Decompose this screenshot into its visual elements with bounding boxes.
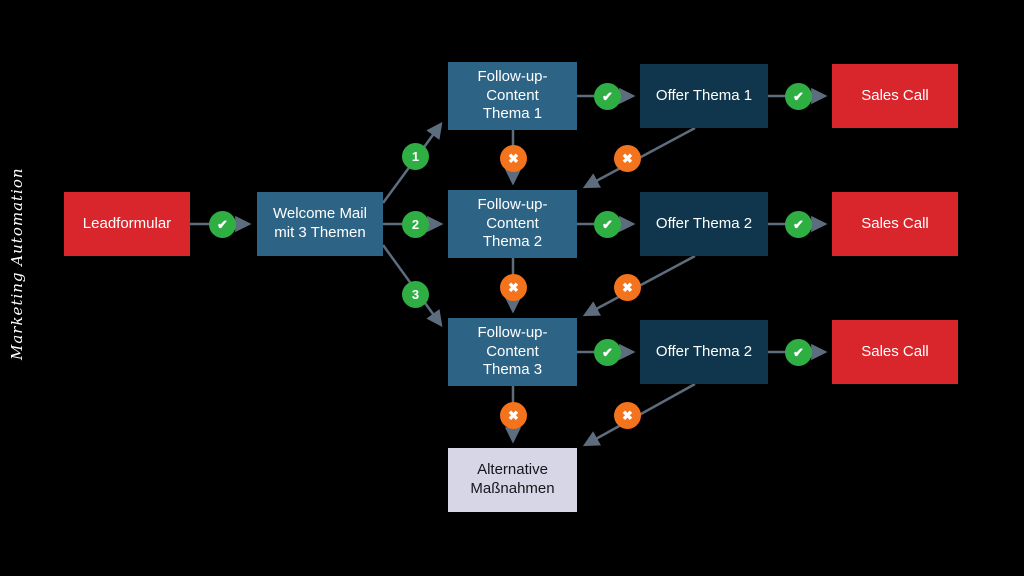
node-welcome-mail: Welcome Mail mit 3 Themen (257, 192, 383, 256)
cross-icon: ✖ (614, 274, 641, 301)
check-icon: ✔ (785, 83, 812, 110)
node-alternative-massnahmen: Alternative Maßnahmen (448, 448, 577, 512)
node-sales-call-2: Sales Call (832, 192, 958, 256)
node-leadformular: Leadformular (64, 192, 190, 256)
cross-icon: ✖ (614, 145, 641, 172)
check-icon: ✔ (785, 339, 812, 366)
check-icon: ✔ (594, 83, 621, 110)
branch-number-2: 2 (402, 211, 429, 238)
cross-icon: ✖ (500, 274, 527, 301)
cross-icon: ✖ (614, 402, 641, 429)
node-offer-thema-1: Offer Thema 1 (640, 64, 768, 128)
node-sales-call-3: Sales Call (832, 320, 958, 384)
cross-icon: ✖ (500, 402, 527, 429)
branch-number-1: 1 (402, 143, 429, 170)
node-followup-thema-3: Follow-up- Content Thema 3 (448, 318, 577, 386)
check-icon: ✔ (209, 211, 236, 238)
node-followup-thema-2: Follow-up- Content Thema 2 (448, 190, 577, 258)
branch-number-3: 3 (402, 281, 429, 308)
check-icon: ✔ (594, 339, 621, 366)
vertical-watermark-text: Marketing Automation (8, 167, 26, 361)
check-icon: ✔ (785, 211, 812, 238)
node-offer-thema-3: Offer Thema 2 (640, 320, 768, 384)
check-icon: ✔ (594, 211, 621, 238)
cross-icon: ✖ (500, 145, 527, 172)
node-offer-thema-2: Offer Thema 2 (640, 192, 768, 256)
node-followup-thema-1: Follow-up- Content Thema 1 (448, 62, 577, 130)
node-sales-call-1: Sales Call (832, 64, 958, 128)
